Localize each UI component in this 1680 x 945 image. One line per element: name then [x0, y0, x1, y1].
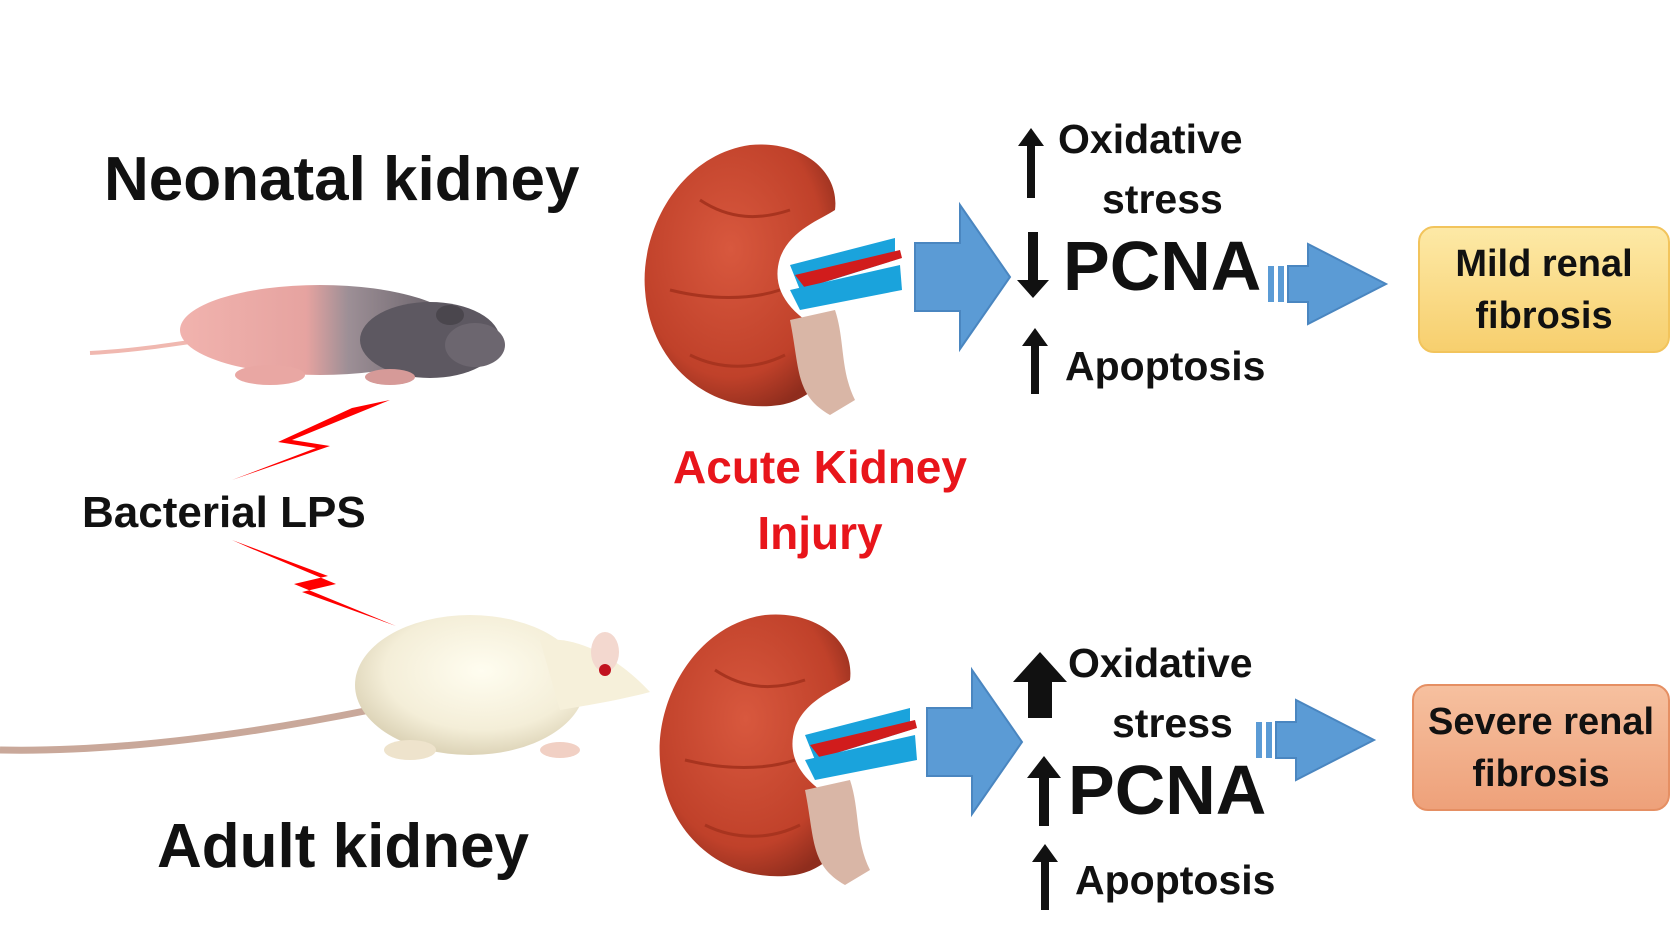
severe-line-1: Severe renal [1427, 700, 1655, 743]
lightning-icon [232, 540, 396, 626]
block-arrow-icon [1256, 698, 1377, 782]
up-arrow-icon [1032, 844, 1058, 910]
up-arrow-icon [1027, 756, 1061, 826]
kidney-icon [644, 144, 902, 415]
mild-line-2: fibrosis [1475, 294, 1613, 337]
block-arrow-icon [926, 666, 1024, 818]
mild-line-1: Mild renal [1455, 242, 1633, 285]
neonatal-stress-label: stress [1102, 176, 1223, 222]
up-arrow-icon [1022, 328, 1048, 394]
neonatal-apoptosis-label: Apoptosis [1065, 343, 1266, 389]
adult-pcna-label: PCNA [1068, 751, 1267, 829]
adult-rat-icon [0, 615, 650, 760]
neonatal-oxidative-label: Oxidative [1058, 116, 1243, 162]
neonatal-pcna-label: PCNA [1063, 227, 1262, 305]
adult-apoptosis-label: Apoptosis [1075, 857, 1276, 903]
up-arrow-icon [1013, 652, 1067, 718]
injury-line-1: Acute Kidney [673, 441, 967, 493]
lightning-icon [232, 400, 390, 480]
kidney-icon [659, 614, 917, 885]
bacterial-lps-label: Bacterial LPS [82, 488, 366, 537]
block-arrow-icon [1268, 242, 1389, 326]
neonatal-rat-icon [89, 285, 505, 385]
down-arrow-icon [1017, 232, 1049, 298]
mild-renal-fibrosis-box: Mild renal fibrosis [1418, 226, 1670, 353]
injury-line-2: Injury [757, 507, 883, 559]
adult-stress-label: stress [1112, 700, 1233, 746]
severe-renal-fibrosis-box: Severe renal fibrosis [1412, 684, 1670, 811]
adult-kidney-title: Adult kidney [157, 812, 530, 881]
block-arrow-icon [914, 201, 1012, 353]
up-arrow-icon [1018, 128, 1044, 198]
severe-line-2: fibrosis [1472, 752, 1610, 795]
acute-kidney-injury-label: Acute Kidney Injury [650, 434, 990, 566]
adult-oxidative-label: Oxidative [1068, 640, 1253, 686]
neonatal-kidney-title: Neonatal kidney [104, 145, 580, 214]
